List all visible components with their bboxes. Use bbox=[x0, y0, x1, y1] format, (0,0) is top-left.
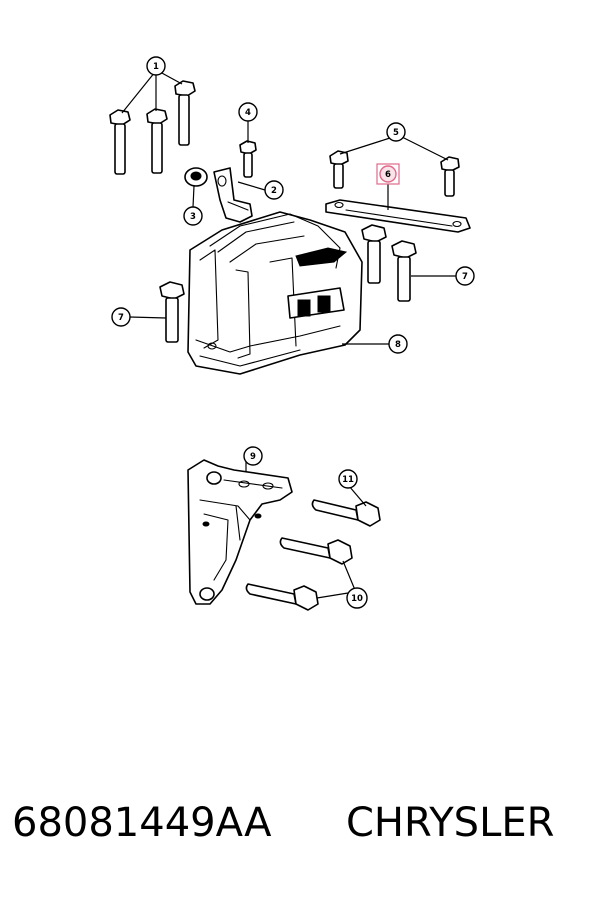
bracket-2 bbox=[213, 167, 253, 223]
bolt-7b bbox=[391, 240, 417, 302]
callout-8: 8 bbox=[388, 334, 408, 354]
bolt-5b bbox=[440, 156, 460, 197]
callout-4: 4 bbox=[238, 102, 258, 122]
callout-7-left: 7 bbox=[111, 307, 131, 327]
bracket-9 bbox=[187, 459, 293, 605]
bracket-bar-6 bbox=[325, 199, 471, 233]
svg-text:7: 7 bbox=[118, 313, 124, 323]
footer: 68081449AA CHRYSLER bbox=[0, 800, 600, 860]
callout-10: 10 bbox=[346, 587, 368, 609]
bolt-7a bbox=[361, 224, 387, 284]
bolt-10a bbox=[279, 537, 353, 565]
bolt-4 bbox=[239, 140, 257, 178]
bolt-11 bbox=[311, 499, 381, 527]
bolt-7c bbox=[159, 281, 185, 343]
svg-text:4: 4 bbox=[245, 108, 251, 118]
svg-text:6: 6 bbox=[385, 170, 391, 180]
callout-9: 9 bbox=[243, 446, 263, 466]
svg-text:2: 2 bbox=[271, 186, 277, 196]
callout-3: 3 bbox=[183, 206, 203, 226]
engine-mount-8 bbox=[187, 211, 363, 375]
nut-3 bbox=[184, 167, 208, 187]
bolt-1b bbox=[146, 108, 168, 174]
bolt-5a bbox=[329, 150, 349, 189]
parts-diagram: 1 4 2 3 5 6 7 7 8 9 11 10 bbox=[109, 56, 475, 611]
bolt-1c bbox=[174, 80, 196, 146]
brand-name: CHRYSLER bbox=[346, 800, 555, 846]
svg-text:9: 9 bbox=[250, 452, 256, 462]
svg-text:5: 5 bbox=[393, 128, 399, 138]
callout-2: 2 bbox=[264, 180, 284, 200]
callout-11: 11 bbox=[338, 469, 358, 489]
svg-text:7: 7 bbox=[462, 272, 468, 282]
leader-lines bbox=[121, 71, 456, 599]
callout-7-right: 7 bbox=[455, 266, 475, 286]
svg-text:8: 8 bbox=[395, 340, 401, 350]
svg-text:1: 1 bbox=[153, 62, 159, 72]
callout-1: 1 bbox=[146, 56, 166, 76]
callout-6-highlighted[interactable]: 6 bbox=[376, 163, 400, 185]
callout-5: 5 bbox=[386, 122, 406, 142]
bolt-10b bbox=[245, 583, 319, 611]
bolt-1a bbox=[109, 109, 131, 175]
svg-text:10: 10 bbox=[351, 594, 363, 604]
part-number: 68081449AA bbox=[12, 800, 272, 846]
svg-text:11: 11 bbox=[342, 475, 354, 485]
svg-text:3: 3 bbox=[190, 212, 196, 222]
